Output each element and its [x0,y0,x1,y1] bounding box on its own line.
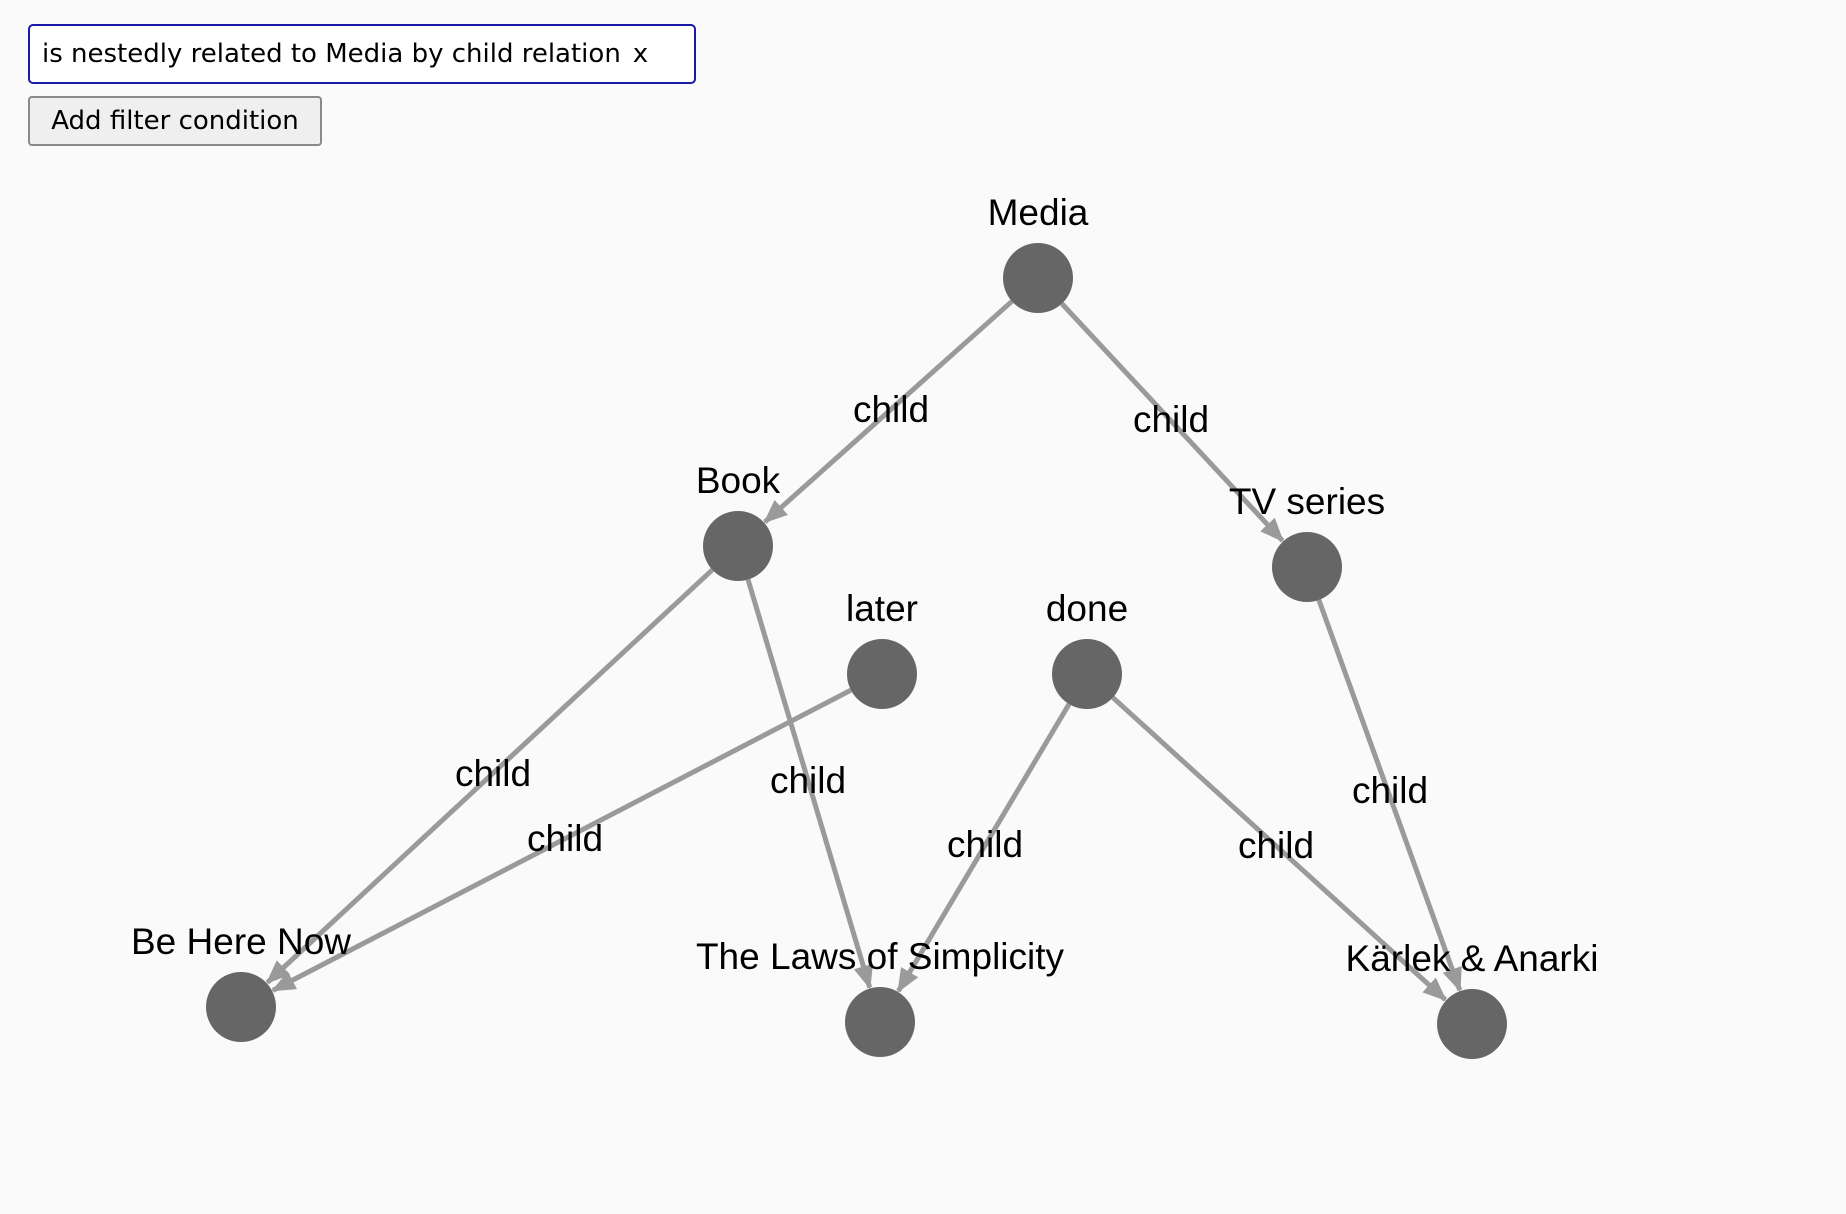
node-label-the-laws-of-simplicity: The Laws of Simplicity [696,936,1065,977]
node-k-rlek-anarki[interactable] [1437,989,1507,1059]
node-be-here-now[interactable] [206,972,276,1042]
node-label-k-rlek-anarki: Kärlek & Anarki [1346,938,1599,979]
node-media[interactable] [1003,243,1073,313]
edge-label-book-to-behere: child [455,753,531,794]
node-later[interactable] [847,639,917,709]
edge-book-to-laws [745,578,874,990]
node-label-media: Media [988,192,1089,233]
edge-done-to-karlek [1111,695,1448,1002]
remove-filter-icon[interactable]: x [632,39,649,69]
edge-later-to-behere [271,687,853,993]
node-label-book: Book [696,460,781,501]
node-label-be-here-now: Be Here Now [131,921,351,962]
filter-condition-text: is nestedly related to Media by child re… [42,39,621,69]
edges-layer: child child child child child child child child [265,299,1463,1002]
node-done[interactable] [1052,639,1122,709]
edge-label-media-to-tv: child [1133,399,1209,440]
edge-label-done-to-karlek: child [1238,825,1314,866]
edge-label-done-to-laws: child [947,824,1023,865]
node-the-laws-of-simplicity[interactable] [845,987,915,1057]
edge-book-to-behere [265,567,715,985]
edge-done-to-laws [896,702,1072,993]
node-label-done: done [1046,588,1128,629]
filter-condition-chip[interactable]: is nestedly related to Media by child re… [28,24,696,84]
edge-media-to-book [763,299,1014,524]
node-book[interactable] [703,511,773,581]
edge-label-later-to-behere: child [527,818,603,859]
edge-label-book-to-laws: child [770,760,846,801]
node-label-later: later [846,588,918,629]
node-tv-series[interactable] [1272,532,1342,602]
edge-label-tv-to-karlek: child [1352,770,1428,811]
node-label-tv-series: TV series [1229,481,1385,522]
add-filter-condition-button[interactable]: Add filter condition [28,96,322,146]
edge-label-media-to-book: child [853,389,929,430]
edge-media-to-tv [1060,301,1285,543]
edge-tv-to-karlek [1316,599,1463,993]
